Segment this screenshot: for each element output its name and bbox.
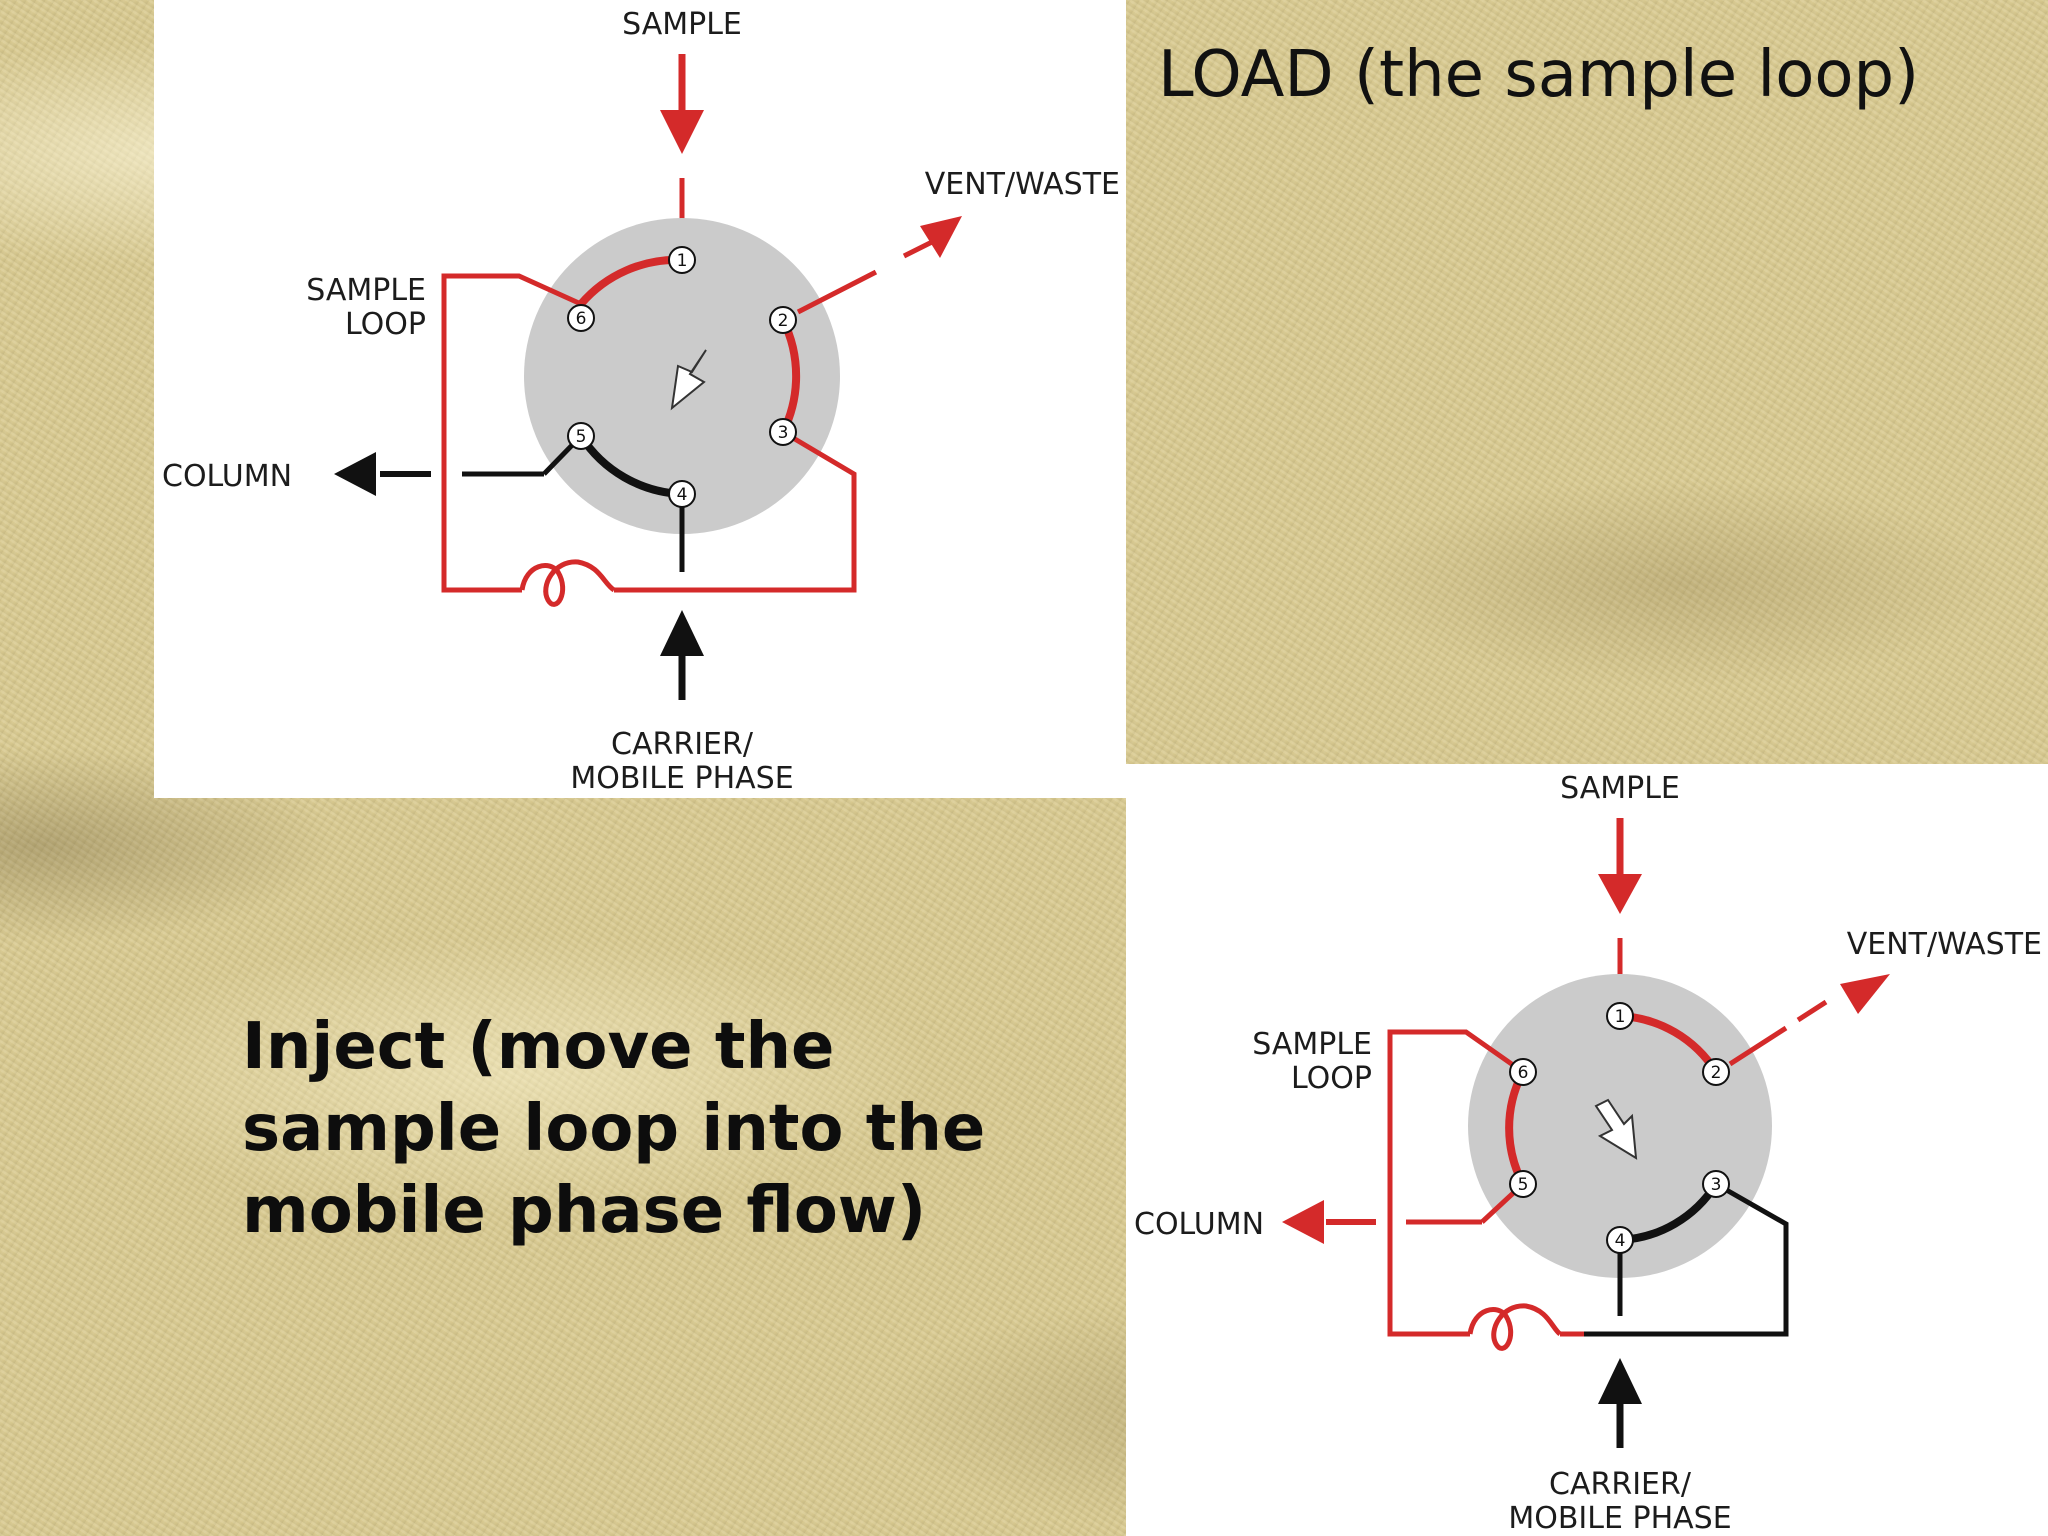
sample-loop-label-line2: LOOP <box>1291 1061 1372 1096</box>
port-4: 4 <box>668 480 696 508</box>
port-5: 5 <box>1509 1170 1537 1198</box>
svg-text:6: 6 <box>1518 1063 1529 1083</box>
sample-loop-tubing <box>1387 1029 1584 1337</box>
sample-loop-coil <box>1467 1303 1562 1351</box>
vent-waste-label: VENT/WASTE <box>1847 927 2042 962</box>
svg-text:4: 4 <box>1615 1231 1626 1251</box>
sample-loop-label-line2: LOOP <box>345 307 426 342</box>
svg-text:5: 5 <box>576 427 587 447</box>
rotation-direction-icon <box>1594 1098 1638 1160</box>
sample-inlet-arrow <box>1598 818 1642 914</box>
svg-text:2: 2 <box>778 311 789 331</box>
port-3: 3 <box>769 418 797 446</box>
vent-waste-label: VENT/WASTE <box>925 167 1120 202</box>
carrier-label-line2: MOBILE PHASE <box>570 761 793 796</box>
inject-diagram-panel: 1 2 3 4 5 6 SAMPLE VENT/WASTE SAMPLE LOO… <box>1126 764 2048 1536</box>
column-outlet <box>334 434 583 496</box>
port-3: 3 <box>1702 1170 1730 1198</box>
column-label: COLUMN <box>1134 1207 1264 1242</box>
sample-loop-coil <box>519 559 616 607</box>
port-6: 6 <box>1509 1058 1537 1086</box>
svg-text:2: 2 <box>1711 1063 1722 1083</box>
svg-text:6: 6 <box>576 309 587 329</box>
sample-loop-label-line1: SAMPLE <box>306 273 426 308</box>
svg-text:4: 4 <box>677 485 688 505</box>
port-1: 1 <box>668 246 696 274</box>
sample-loop-label-line1: SAMPLE <box>1252 1027 1372 1062</box>
sample-label: SAMPLE <box>622 7 742 42</box>
svg-text:1: 1 <box>1615 1007 1626 1027</box>
sample-loop-tubing <box>441 273 857 593</box>
carrier-label-line2: MOBILE PHASE <box>1508 1501 1731 1536</box>
vent-waste-arrow <box>796 216 962 315</box>
port-2: 2 <box>769 306 797 334</box>
inject-title: Inject (move the sample loop into the mo… <box>242 1010 986 1248</box>
load-title: LOAD (the sample loop) <box>1158 38 1920 112</box>
carrier-label-line1: CARRIER/ <box>1549 1467 1692 1502</box>
port-6: 6 <box>567 304 595 332</box>
carrier-label-line1: CARRIER/ <box>611 727 754 762</box>
vent-waste-arrow <box>1728 974 1890 1067</box>
port-4: 4 <box>1606 1226 1634 1254</box>
port-2: 2 <box>1702 1058 1730 1086</box>
svg-text:3: 3 <box>1711 1175 1722 1195</box>
column-label: COLUMN <box>162 459 292 494</box>
load-diagram-panel: 1 2 3 4 5 6 SAMPLE VENT/WASTE SAMPLE LOO… <box>154 0 1126 798</box>
rotation-direction-icon <box>670 349 707 411</box>
inject-valve-diagram: 1 2 3 4 5 6 SAMPLE VENT/WASTE SAMPLE LOO… <box>1134 771 2042 1536</box>
carrier-flow-tubing <box>1584 1181 1789 1337</box>
port-1: 1 <box>1606 1002 1634 1030</box>
svg-text:5: 5 <box>1518 1175 1529 1195</box>
svg-text:3: 3 <box>778 423 789 443</box>
port-5: 5 <box>567 422 595 450</box>
sample-inlet-arrow <box>660 54 704 154</box>
sample-label: SAMPLE <box>1560 771 1680 806</box>
load-valve-diagram: 1 2 3 4 5 6 SAMPLE VENT/WASTE SAMPLE LOO… <box>162 7 1120 796</box>
svg-text:1: 1 <box>677 251 688 271</box>
